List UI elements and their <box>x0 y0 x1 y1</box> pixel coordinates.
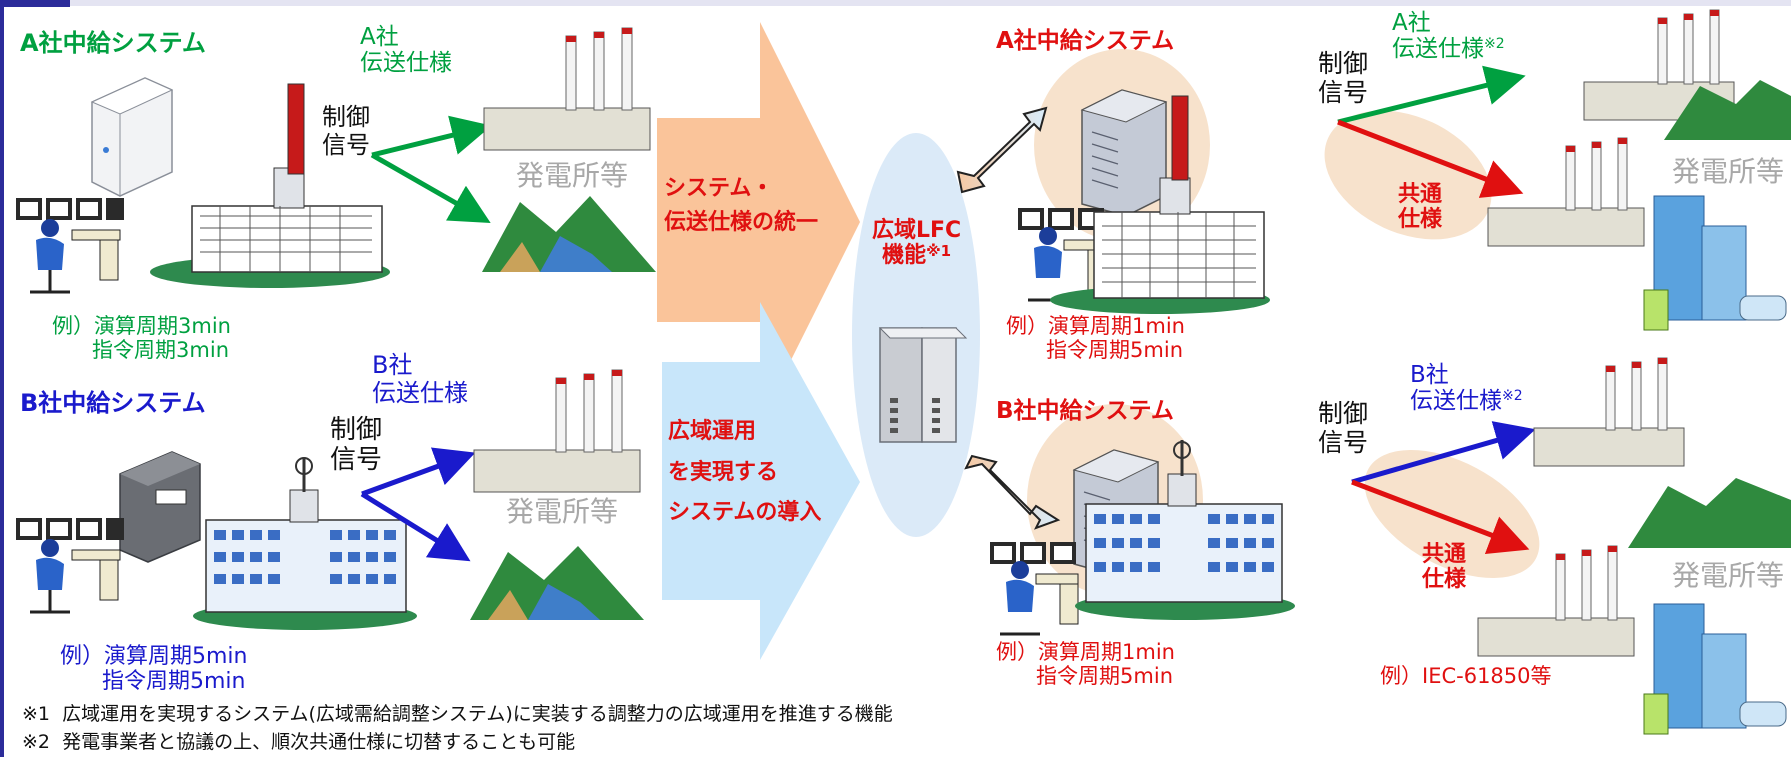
corner-mark <box>0 0 70 7</box>
left-a-plants-label: 発電所等 <box>516 159 629 192</box>
introduce-arrow <box>662 302 860 660</box>
left-a-hydro-dam-icon <box>482 196 656 272</box>
right-b-operator-icon <box>990 542 1079 636</box>
right-b-transmission-spec-text: B社 伝送仕様 <box>1410 362 1502 415</box>
left-b-hydro-dam-icon <box>470 546 644 620</box>
lfc-label-text: 広域LFC 機能 <box>872 218 962 269</box>
right-a-city-icon <box>1643 195 1787 331</box>
unify-arrow <box>657 22 860 422</box>
right-a-signal-highlight <box>1324 110 1492 240</box>
left-a-control-signal: 制御 信号 <box>322 103 370 159</box>
right-a-example: 例）演算周期1min 指令周期5min <box>1006 314 1185 363</box>
right-b-red-arrow <box>1351 479 1530 555</box>
left-a-server-icon <box>90 77 174 197</box>
right-b-city-icon <box>1643 603 1787 735</box>
right-b-plants-label: 発電所等 <box>1672 559 1785 592</box>
left-b-signal-arrow-upper <box>361 447 476 497</box>
introduce-text: 広域運用 を実現する システムの導入 <box>668 419 822 526</box>
left-b-power-plant-icon <box>473 369 641 493</box>
left-border <box>0 0 4 757</box>
right-b-spec-note-mark: ※2 <box>1502 388 1523 405</box>
left-a-example: 例）演算周期3min 指令周期3min <box>52 314 231 363</box>
right-a-control-signal: 制御 信号 <box>1318 49 1369 107</box>
right-b-control-signal: 制御 信号 <box>1318 399 1369 457</box>
right-b-standard-example: 例）IEC-61850等 <box>1380 664 1552 688</box>
footnote-2: ※2 発電事業者と協議の上、順次共通仕様に切替することも可能 <box>22 731 576 753</box>
right-a-common-plant-icon <box>1487 137 1645 247</box>
left-a-transmission-spec: A社 伝送仕様 <box>360 24 452 77</box>
right-a-transmission-spec: A社 伝送仕様※2 <box>1392 10 1505 63</box>
left-a-signal-arrow-lower <box>370 152 491 223</box>
right-a-common-spec: 共通 仕様 <box>1398 182 1443 233</box>
right-b-common-spec: 共通 仕様 <box>1422 542 1467 593</box>
left-b-plants-label: 発電所等 <box>506 495 619 528</box>
left-b-signal-arrow-lower <box>360 491 471 562</box>
right-b-common-plant-icon <box>1477 545 1635 657</box>
lfc-note-mark: ※1 <box>926 242 952 261</box>
right-b-example: 例）演算周期1min 指令周期5min <box>996 640 1175 689</box>
left-a-power-plant-icon <box>483 27 651 151</box>
right-a-spec-note-mark: ※2 <box>1484 36 1505 53</box>
right-a-system-title: A社中給システム <box>996 28 1175 54</box>
right-b-power-plant-icon <box>1533 357 1791 548</box>
left-b-example: 例）演算周期5min 指令周期5min <box>60 644 248 695</box>
right-a-transmission-spec-text: A社 伝送仕様 <box>1392 10 1484 63</box>
right-b-office-building-icon <box>1075 440 1295 620</box>
footnote-1: ※1 広域運用を実現するシステム(広域需給調整システム)に実装する調整力の広域運… <box>22 703 893 725</box>
right-a-plants-label: 発電所等 <box>1672 155 1785 188</box>
lfc-label: 広域LFC 機能※1 <box>872 218 961 269</box>
right-a-green-arrow <box>1337 65 1526 125</box>
right-a-operator-icon <box>1018 208 1107 302</box>
right-b-transmission-spec: B社 伝送仕様※2 <box>1410 362 1523 415</box>
right-b-link-arrow <box>964 454 1061 530</box>
left-a-signal-arrow-upper <box>371 115 492 158</box>
left-b-control-signal: 制御 信号 <box>330 415 383 475</box>
left-a-thermal-plant-icon <box>150 83 390 288</box>
right-a-red-arrow <box>1337 119 1524 198</box>
left-a-operator-icon <box>16 198 124 294</box>
lfc-server-icon <box>878 327 968 443</box>
right-a-thermal-plant-icon <box>1050 95 1270 314</box>
left-b-server-icon <box>119 451 201 563</box>
left-b-operator-icon <box>16 518 124 614</box>
top-border <box>0 0 1791 6</box>
left-b-system-title: B社中給システム <box>20 389 206 417</box>
unify-text: システム・ 伝送仕様の統一 <box>664 176 819 236</box>
right-b-blue-arrow <box>1351 421 1536 485</box>
left-a-system-title: A社中給システム <box>20 29 206 57</box>
right-a-server-icon <box>1080 89 1168 217</box>
right-b-system-title: B社中給システム <box>996 398 1174 424</box>
left-b-transmission-spec: B社 伝送仕様 <box>372 351 468 407</box>
left-b-office-building-icon <box>193 457 417 630</box>
right-a-link-arrow <box>956 106 1048 194</box>
right-a-power-plant-icon <box>1583 9 1791 140</box>
